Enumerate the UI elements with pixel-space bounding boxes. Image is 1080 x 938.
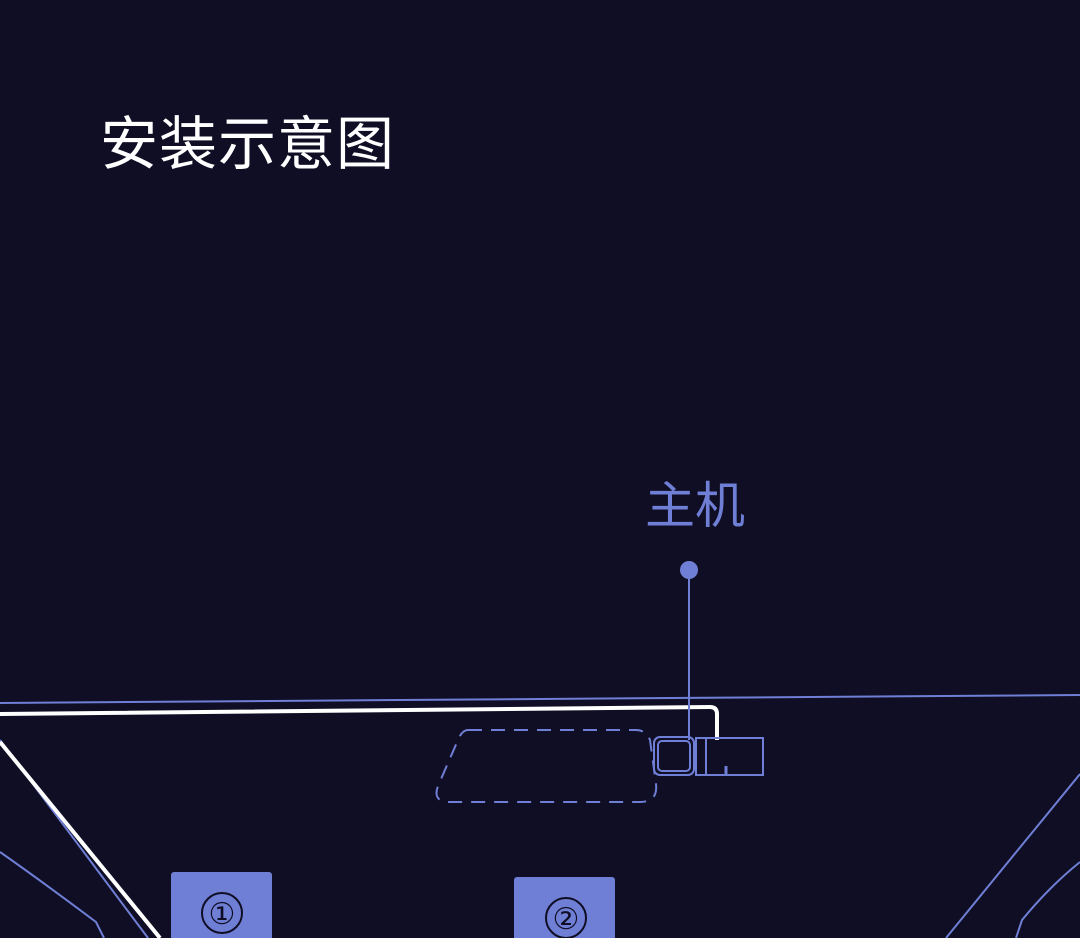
- main-unit-camera: [653, 736, 764, 776]
- right-a-pillar-outline: [945, 773, 1080, 938]
- rearview-mirror-outline: [435, 729, 658, 803]
- step-marker-2-label: ②: [553, 902, 580, 937]
- page-title: 安装示意图: [100, 110, 396, 178]
- step-marker-1-box: [171, 872, 272, 938]
- step-marker-2-ring: [545, 897, 587, 938]
- power-cable: [0, 704, 719, 740]
- step-marker-2-box: [514, 877, 615, 938]
- main-unit-label: 主机: [645, 477, 745, 535]
- right-a-pillar-inner-outline: [1015, 861, 1080, 938]
- camera-body: [695, 737, 764, 776]
- camera-lens-housing: [653, 736, 695, 776]
- power-cable-pillar-run: [0, 740, 162, 938]
- camera-lens: [657, 740, 691, 772]
- main-unit-leader-dot: [680, 561, 698, 579]
- left-a-pillar-inner-outline: [0, 851, 105, 938]
- step-marker-1: ①: [171, 872, 272, 938]
- step-marker-1-ring: [201, 892, 243, 934]
- step-marker-2: ②: [514, 877, 615, 938]
- windshield-top-edge: [0, 694, 1080, 704]
- step-marker-1-label: ①: [209, 897, 236, 932]
